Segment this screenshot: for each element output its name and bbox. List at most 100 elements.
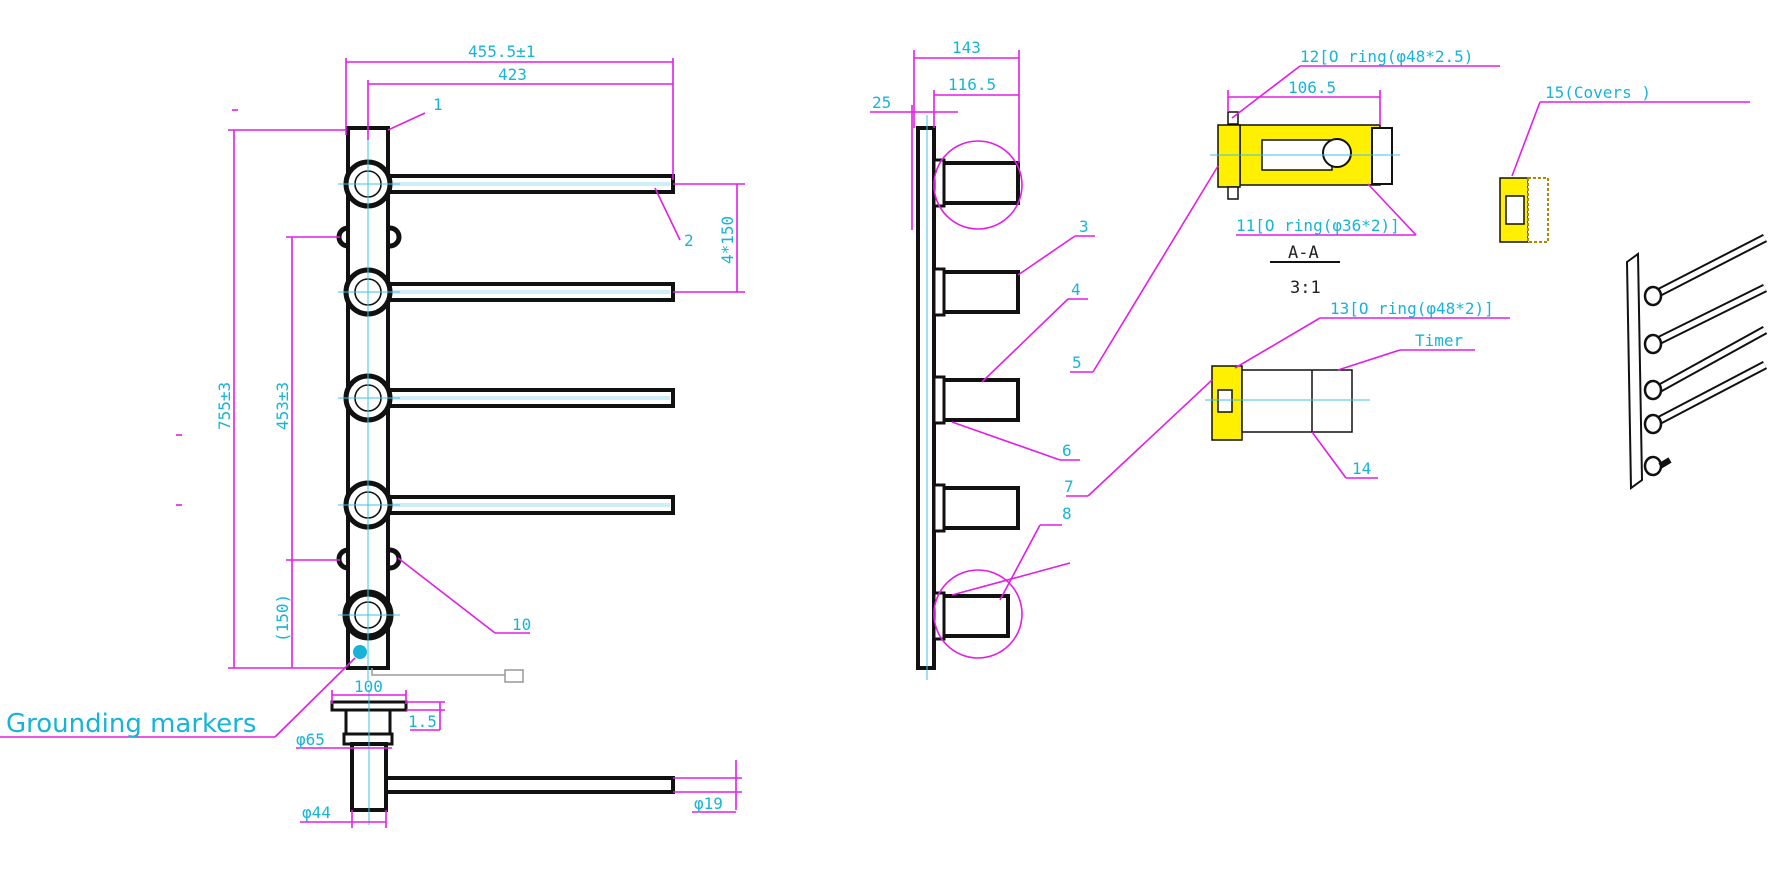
dim-116-5: 116.5 <box>948 75 996 94</box>
iso-bar-4-fill <box>1658 362 1767 423</box>
callout-8: 8 <box>1062 504 1072 523</box>
timer-detail: 13[O ring(φ48*2)] Timer 7 14 <box>1064 299 1510 497</box>
callout-6: 6 <box>1062 441 1072 460</box>
section-groove-bottom <box>1227 186 1239 200</box>
side-view: 143 116.5 25 3 4 6 8 <box>870 38 1095 680</box>
callout-2: 2 <box>684 231 694 250</box>
bar-4-inner <box>380 503 670 507</box>
section-view: 106.5 12[O ring(φ48*2.5) 11[O ring(φ36*2… <box>1070 47 1500 373</box>
section-name: A-A <box>1288 243 1319 263</box>
callout-4: 4 <box>1071 280 1081 299</box>
leader-7 <box>1087 379 1213 497</box>
dim-mount: 453±3 <box>273 382 292 430</box>
leader-1 <box>387 112 426 131</box>
label-5: 5 <box>1072 353 1082 372</box>
dim-phi44: φ44 <box>302 803 331 822</box>
dim-overall-width: 455.5±1 <box>468 42 535 61</box>
label-14: 14 <box>1352 459 1371 478</box>
front-bars <box>366 174 675 515</box>
isometric-view <box>1625 233 1768 490</box>
bracket-bottom-left <box>336 547 349 571</box>
iso-column <box>1625 252 1644 490</box>
bracket-top-right <box>389 225 402 249</box>
side-dimensions <box>870 50 1020 163</box>
iso-hub-2 <box>1643 333 1663 355</box>
grounding-leader <box>274 657 356 738</box>
post-3-base <box>932 375 946 425</box>
leader-8b <box>951 562 1071 596</box>
front-dimensions <box>176 58 745 669</box>
bottom-dimensions <box>296 690 742 828</box>
iso-bar-1-fill <box>1658 235 1767 295</box>
dim-phi19: φ19 <box>694 794 723 813</box>
timer-knob <box>1217 389 1233 413</box>
leader-15 <box>1511 101 1541 177</box>
side-column <box>916 126 936 670</box>
leader-timer <box>1337 349 1401 371</box>
section-cap <box>1371 127 1393 185</box>
cover-inner <box>1505 195 1525 225</box>
dim-spacing: 4*150 <box>718 216 737 264</box>
leader-3 <box>1017 235 1076 276</box>
post-5 <box>938 594 1010 638</box>
label-11: 11[O ring(φ36*2)] <box>1236 216 1400 235</box>
power-plug <box>504 669 524 683</box>
dim-phi65: φ65 <box>296 730 325 749</box>
iso-stub-5 <box>1658 457 1672 469</box>
dim-height: 755±3 <box>215 382 234 430</box>
bar-3-inner <box>380 396 670 400</box>
leader-13 <box>1234 317 1321 369</box>
callout-3: 3 <box>1079 217 1089 236</box>
detail-circle-bottom <box>933 569 1023 659</box>
leader-4 <box>981 298 1069 383</box>
section-hole <box>1322 138 1352 168</box>
dim-width: 423 <box>498 65 527 84</box>
grounding-marker-icon <box>353 645 367 659</box>
iso-hub-5 <box>1643 455 1663 477</box>
iso-hubs <box>1643 285 1672 477</box>
leader-8 <box>999 524 1041 601</box>
bracket-bottom-right <box>389 547 402 571</box>
side-posts <box>932 158 1020 641</box>
label-7: 7 <box>1064 477 1074 496</box>
leader-6 <box>951 421 1061 461</box>
covers-detail: 15(Covers ) <box>1499 83 1750 243</box>
front-centerlines <box>338 115 400 680</box>
leader-2 <box>654 187 681 241</box>
bottom-collar <box>344 708 392 736</box>
dim-25: 25 <box>872 93 891 112</box>
dim-100: 100 <box>354 677 383 696</box>
iso-bar-2-fill <box>1658 285 1767 343</box>
post-3 <box>938 378 1020 422</box>
post-1 <box>938 161 1020 205</box>
label-15: 15(Covers ) <box>1545 83 1651 102</box>
section-flange <box>1217 124 1241 188</box>
dim-106-5: 106.5 <box>1288 78 1336 97</box>
post-4 <box>938 486 1020 530</box>
cover-hatched <box>1527 177 1549 243</box>
iso-bars <box>1657 233 1768 424</box>
bottom-view: 100 1.5 φ65 φ44 φ19 <box>296 677 742 828</box>
leader-5 <box>1092 165 1219 373</box>
callout-10: 10 <box>512 615 531 634</box>
bottom-bar <box>384 776 675 794</box>
label-13: 13[O ring(φ48*2)] <box>1330 299 1494 318</box>
dim-143: 143 <box>952 38 981 57</box>
post-2 <box>938 270 1020 314</box>
iso-hub-1 <box>1643 285 1663 307</box>
iso-bar-3-fill <box>1658 327 1767 391</box>
leader-14 <box>1311 431 1347 479</box>
dim-1-5: 1.5 <box>408 712 437 731</box>
callout-1: 1 <box>433 95 443 114</box>
grounding-label: Grounding markers <box>6 709 256 739</box>
post-2-base <box>932 267 946 317</box>
leader-10 <box>397 557 496 634</box>
post-4-base <box>932 483 946 533</box>
label-timer: Timer <box>1415 331 1464 350</box>
iso-hub-4 <box>1643 413 1663 435</box>
iso-hub-3 <box>1643 379 1663 401</box>
bar-2-inner <box>380 290 670 294</box>
power-cable <box>371 668 505 676</box>
timer-body <box>1241 369 1353 433</box>
